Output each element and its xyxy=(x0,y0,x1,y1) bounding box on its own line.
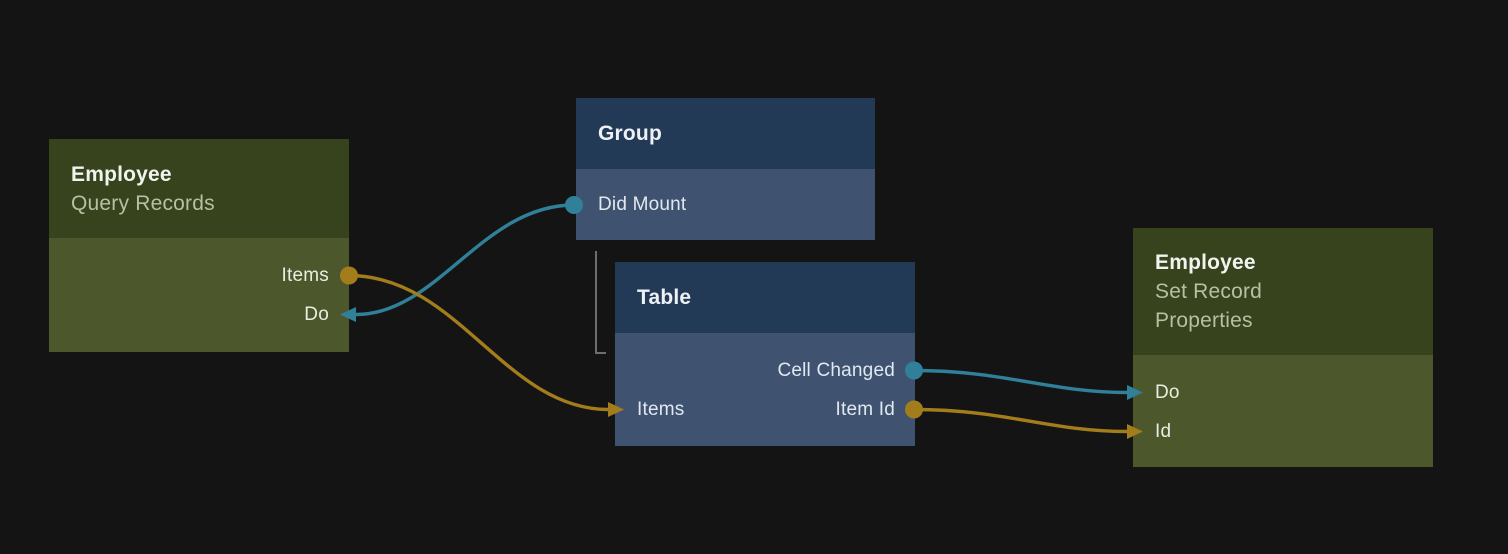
port-label: Id xyxy=(1155,420,1172,442)
port-cell-changed[interactable]: Cell Changed xyxy=(615,351,915,390)
port-dot-itemid-output[interactable] xyxy=(905,400,923,419)
node-title: Employee xyxy=(1155,251,1256,274)
port-items[interactable]: Items xyxy=(49,256,349,295)
port-label: Do xyxy=(304,303,329,325)
wire-cellchanged-to-do[interactable] xyxy=(912,368,1129,395)
port-id[interactable]: Id xyxy=(1133,412,1433,451)
node-header: Employee Query Records xyxy=(49,139,349,238)
port-dot-didmount-output[interactable] xyxy=(565,196,583,214)
port-label: Do xyxy=(1155,381,1180,403)
port-do[interactable]: Do xyxy=(49,295,349,334)
node-group[interactable]: Group Did Mount xyxy=(576,98,875,240)
port-did-mount[interactable]: Did Mount xyxy=(576,185,875,224)
node-body: Do Id xyxy=(1133,355,1433,467)
node-body: Cell Changed Items Item Id xyxy=(615,333,915,446)
port-label: Items xyxy=(281,264,329,286)
group-table-hierarchy-line xyxy=(595,251,606,354)
port-items[interactable]: Items xyxy=(637,398,685,420)
node-employee-query-records[interactable]: Employee Query Records Items Do xyxy=(49,139,349,352)
node-title: Table xyxy=(637,286,692,309)
node-subtitle: Query Records xyxy=(71,191,215,215)
node-header: Group xyxy=(576,98,875,169)
port-dot-cellchanged-output[interactable] xyxy=(905,361,923,380)
node-subtitle: Set Record Properties xyxy=(1155,280,1263,332)
wire-itemid-to-id[interactable] xyxy=(912,407,1129,434)
wire-items-to-table-items[interactable] xyxy=(347,273,610,412)
node-body: Items Do xyxy=(49,238,349,352)
port-dot-items-output[interactable] xyxy=(340,266,358,285)
node-title: Group xyxy=(598,122,662,145)
port-label: Cell Changed xyxy=(777,359,895,381)
port-do[interactable]: Do xyxy=(1133,373,1433,412)
node-header: Employee Set Record Properties xyxy=(1133,228,1433,355)
node-title: Employee xyxy=(71,162,172,186)
node-table[interactable]: Table Cell Changed Items Item Id xyxy=(615,262,915,446)
port-label: Did Mount xyxy=(598,193,687,215)
node-header: Table xyxy=(615,262,915,333)
port-row-items-itemid: Items Item Id xyxy=(615,390,915,429)
node-body: Did Mount xyxy=(576,169,875,240)
wire-didmount-to-do[interactable] xyxy=(354,203,576,317)
node-employee-set-record-properties[interactable]: Employee Set Record Properties Do Id xyxy=(1133,228,1433,467)
port-item-id[interactable]: Item Id xyxy=(835,398,895,420)
